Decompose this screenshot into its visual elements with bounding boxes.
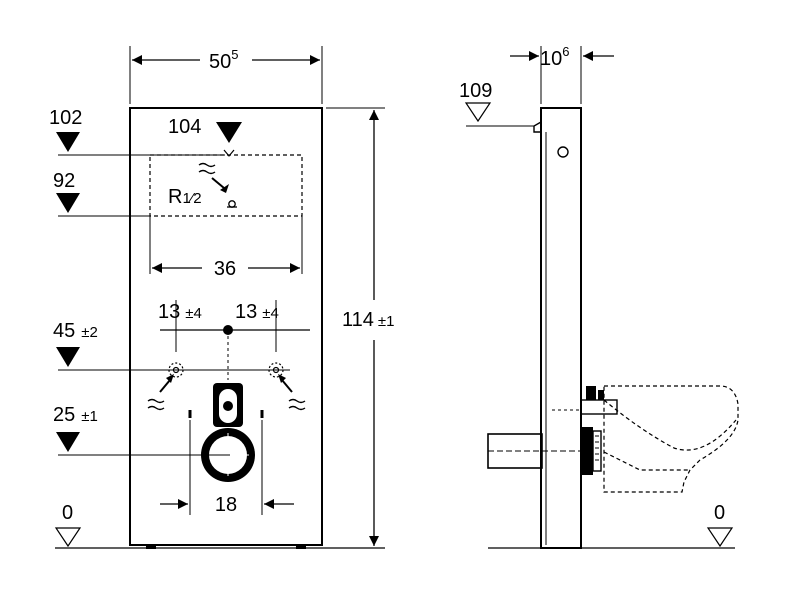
water-wave-icon-left: [147, 398, 165, 411]
inner-width-label: 36: [214, 258, 236, 280]
level-marker-102: [56, 132, 80, 152]
front-view-labels: 505 36 13±4 13±4 114±1 18 R1⁄2 102 104 9…: [49, 47, 394, 524]
service-box-dashed: [149, 154, 303, 217]
level-label-0-left: 0: [62, 502, 73, 524]
level-label-102: 102: [49, 107, 82, 129]
level-marker-104: [216, 122, 242, 143]
flush-outlet: [213, 383, 243, 427]
level-label-45: 45±2: [53, 320, 98, 342]
toilet-outline-dashed: [603, 385, 739, 493]
thread-label: R1⁄2: [168, 186, 202, 208]
level-label-104: 104: [168, 116, 201, 138]
water-wave-icon: [198, 162, 216, 175]
offset-right-label: 13±4: [235, 301, 279, 323]
valve-icon: [227, 200, 237, 208]
height-total-label: 114±1: [342, 309, 394, 331]
level-marker-25: [56, 432, 80, 452]
panel-foot-left: [146, 545, 156, 549]
panel-foot-right: [296, 545, 306, 549]
offset-left-label: 13±4: [158, 301, 202, 323]
level-marker-109: [464, 102, 492, 123]
level-label-0-right: 0: [714, 502, 725, 524]
front-panel: [129, 107, 323, 546]
depth-label: 106: [540, 44, 569, 70]
width-label: 505: [209, 47, 238, 73]
level-marker-floor-left: [54, 527, 82, 548]
side-frame: [540, 107, 582, 549]
water-wave-icon-right: [288, 398, 306, 411]
level-marker-floor-right: [706, 527, 734, 548]
side-view: [464, 46, 739, 549]
side-cap: [557, 146, 569, 158]
level-label-25: 25±1: [53, 404, 98, 426]
level-label-109: 109: [459, 80, 492, 102]
outlet-spacing-label: 18: [215, 494, 237, 516]
level-label-92: 92: [53, 170, 75, 192]
level-marker-92: [56, 193, 80, 213]
level-marker-45: [56, 347, 80, 367]
side-view-labels: 106 109 0: [459, 44, 725, 524]
front-view: [54, 46, 385, 549]
